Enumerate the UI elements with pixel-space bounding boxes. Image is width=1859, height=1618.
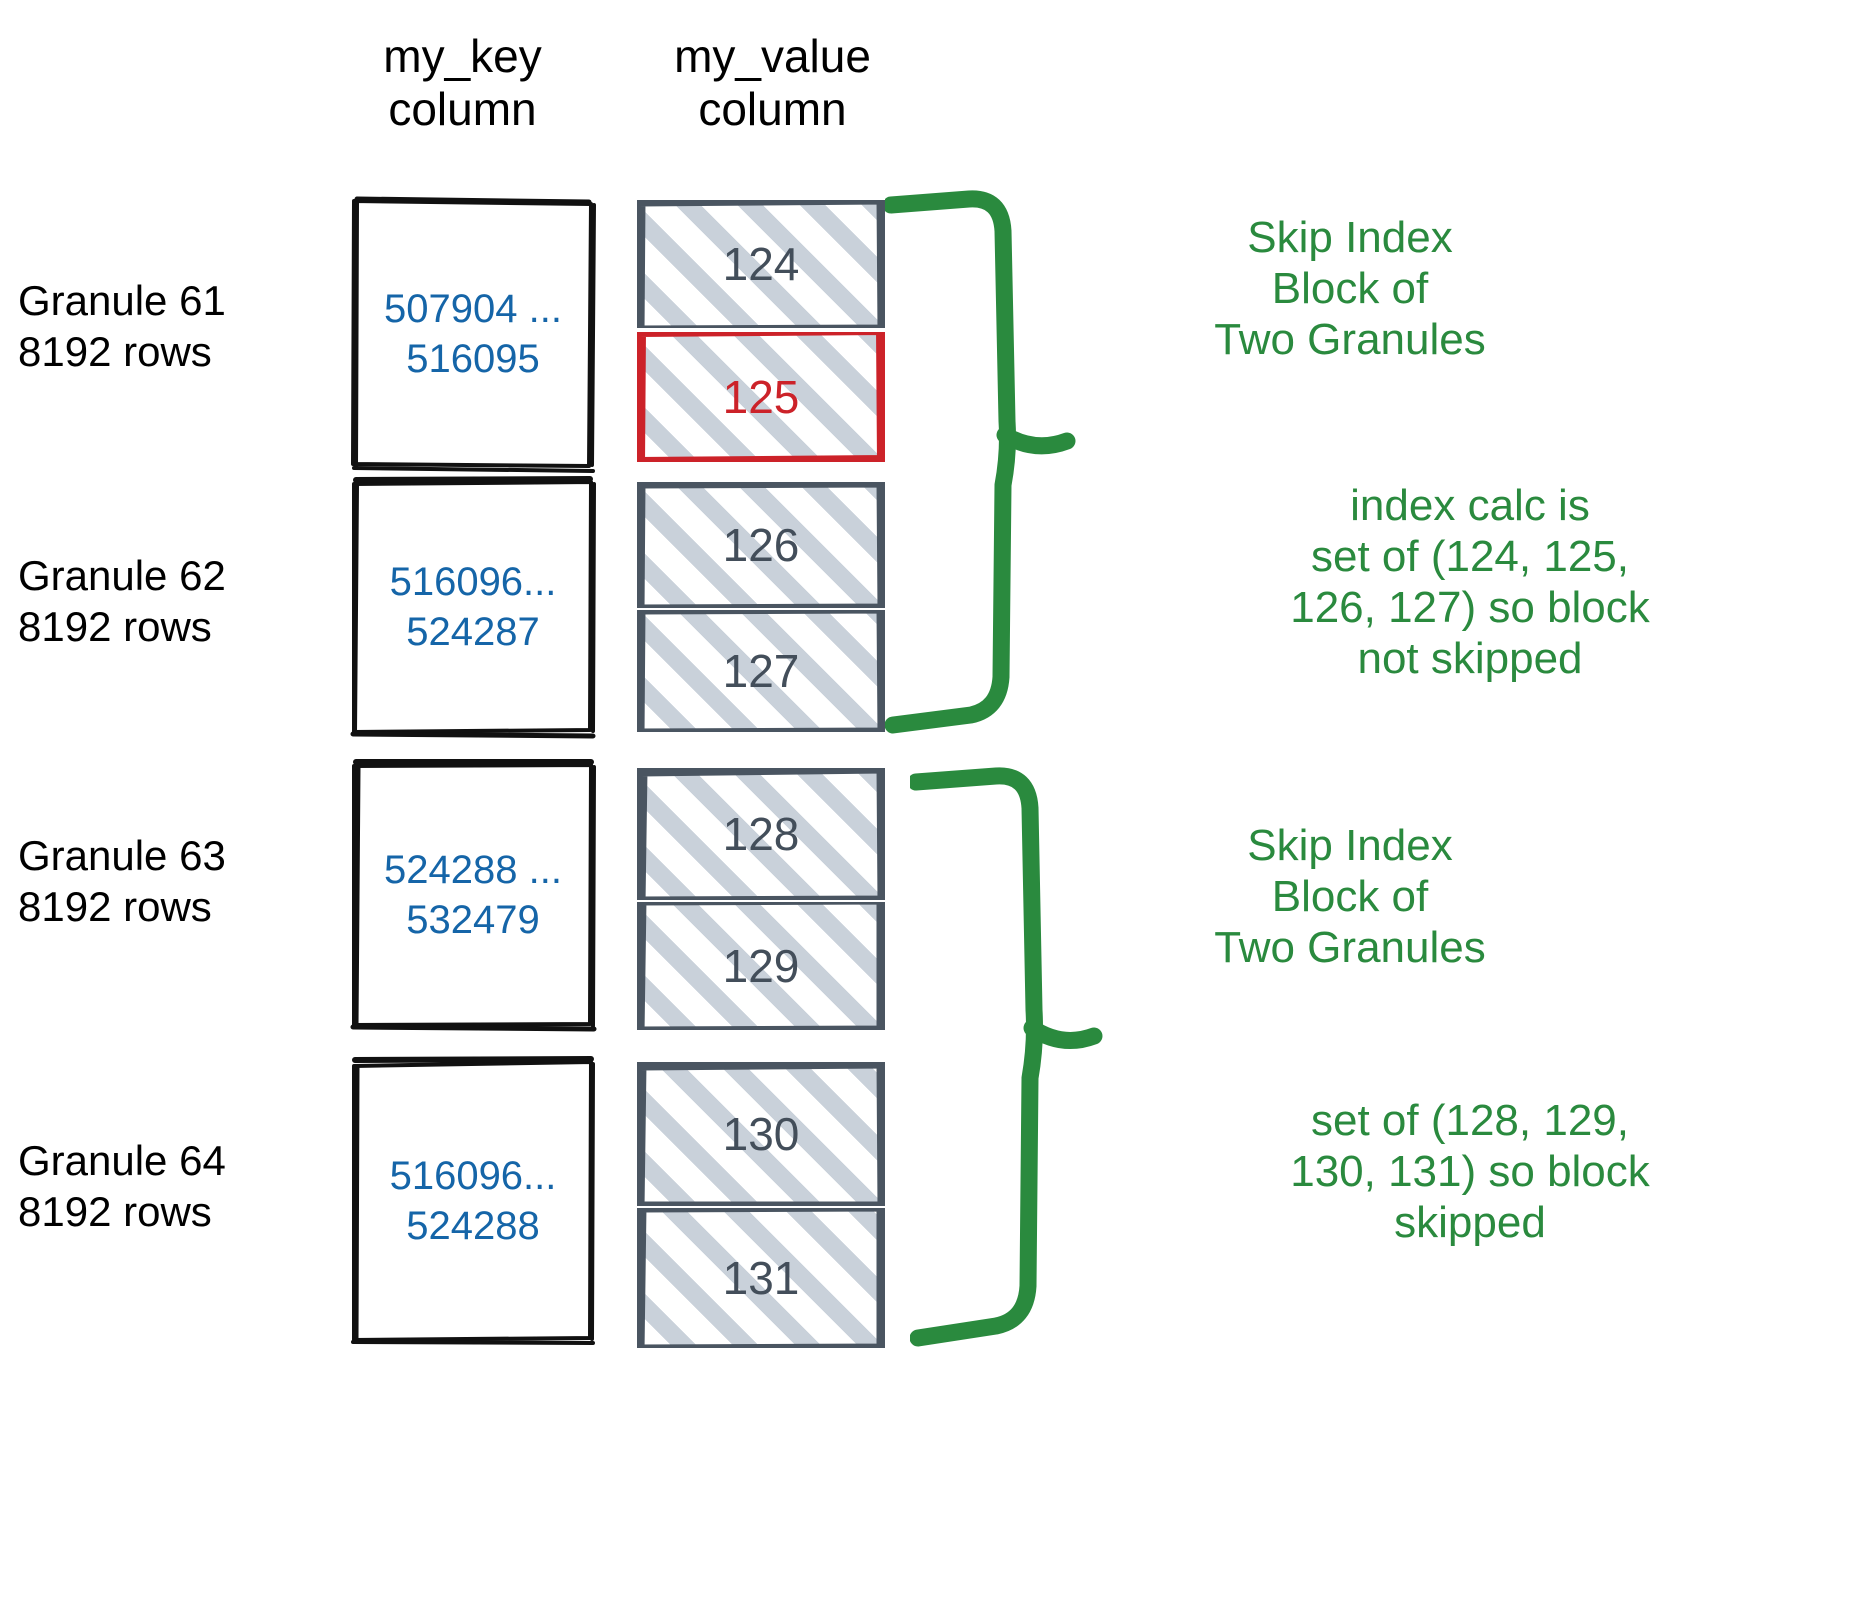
key-box-granule-61: 507904 ... 516095 [351, 196, 596, 473]
value-text: 127 [722, 645, 800, 697]
value-text: 130 [722, 1108, 800, 1160]
value-cell-129: 129 [637, 902, 885, 1030]
granule-label-61: Granule 61 8192 rows [18, 277, 226, 376]
my-key-column-header: my_key column [383, 30, 542, 136]
value-text: 131 [722, 1252, 800, 1304]
value-cell-131: 131 [637, 1208, 885, 1348]
value-text: 125 [722, 371, 800, 423]
key-box-granule-64: 516096... 524288 [351, 1056, 595, 1345]
annotation-index-calc-not-skipped: index calc is set of (124, 125, 126, 127… [1290, 481, 1650, 684]
my-value-column-header: my_value column [674, 30, 871, 136]
key-range-granule-61: 507904 ... 516095 [384, 287, 562, 381]
annotation-index-calc-skipped: set of (128, 129, 130, 131) so block ski… [1290, 1096, 1650, 1248]
value-text: 126 [722, 519, 800, 571]
value-cell-125-highlighted: 125 [637, 332, 885, 462]
value-cell-128: 128 [637, 768, 885, 900]
value-cell-126: 126 [637, 482, 885, 608]
value-cell-130: 130 [637, 1062, 885, 1206]
value-text: 129 [722, 940, 800, 992]
value-cell-124: 124 [637, 200, 885, 328]
key-range-granule-64: 516096... 524288 [389, 1154, 557, 1248]
value-text: 128 [722, 808, 800, 860]
skip-index-brace-upper-icon [885, 190, 1076, 734]
annotation-skip-index-block-one: Skip Index Block of Two Granules [1214, 213, 1486, 365]
key-box-granule-63: 524288 ... 532479 [350, 759, 597, 1032]
granule-label-62: Granule 62 8192 rows [18, 552, 226, 651]
value-text: 124 [722, 238, 800, 290]
granule-label-63: Granule 63 8192 rows [18, 832, 226, 931]
value-cell-127: 127 [637, 610, 885, 732]
granule-label-64: Granule 64 8192 rows [18, 1137, 226, 1236]
key-range-granule-63: 524288 ... 532479 [384, 848, 562, 942]
key-box-granule-62: 516096... 524287 [350, 476, 596, 739]
annotation-skip-index-block-two: Skip Index Block of Two Granules [1214, 821, 1486, 973]
key-range-granule-62: 516096... 524287 [389, 560, 557, 654]
